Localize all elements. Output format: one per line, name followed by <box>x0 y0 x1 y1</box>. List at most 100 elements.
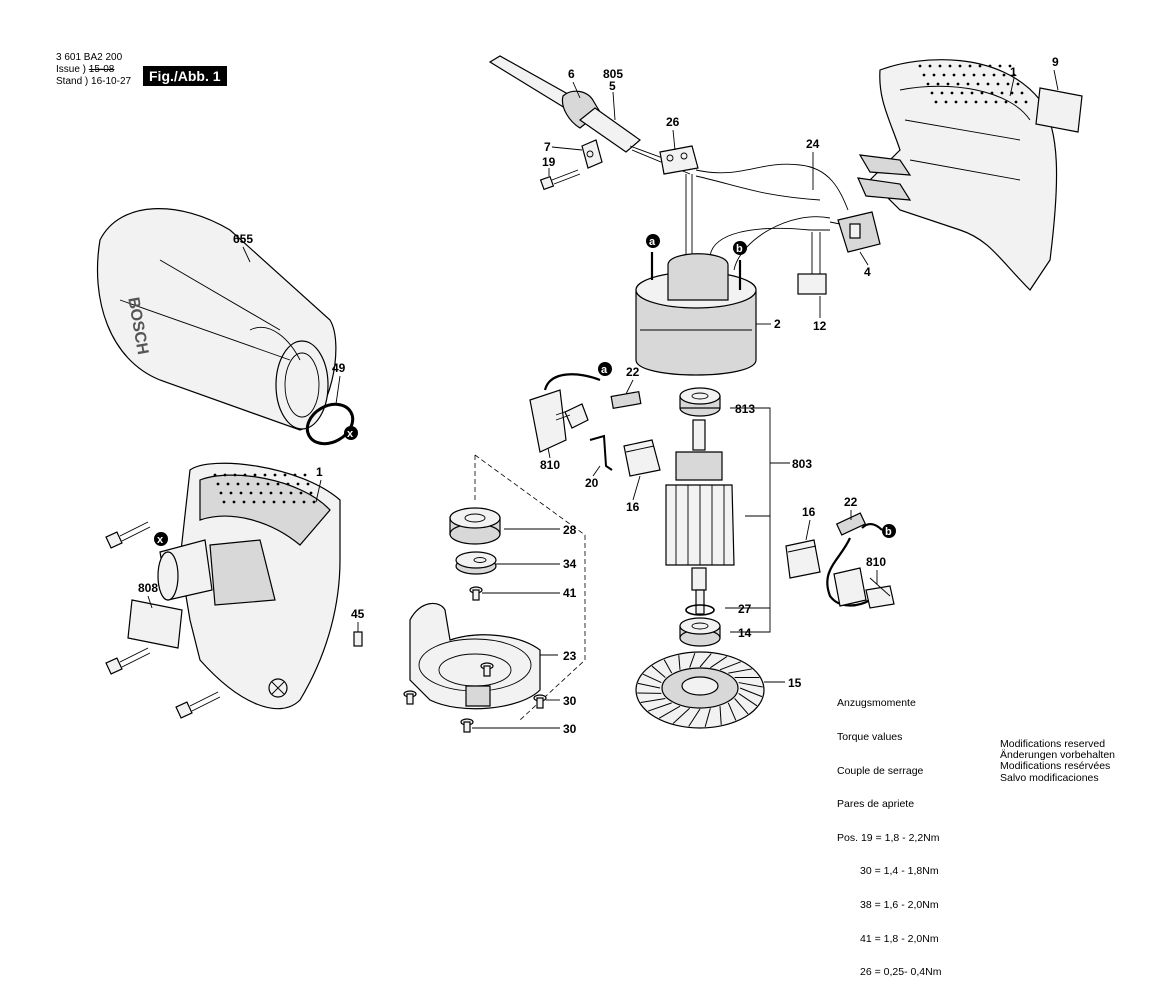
fan-guard <box>410 603 540 708</box>
housing-screw-2 <box>106 648 150 674</box>
screw-19 <box>541 170 580 189</box>
vent-dot <box>214 474 217 477</box>
part-label: 6 <box>568 67 575 81</box>
part-label: 12 <box>813 319 827 333</box>
exploded-parts-diagram: BOSCH <box>0 0 1169 826</box>
svg-text:x: x <box>157 534 164 546</box>
vent-dot <box>283 501 286 504</box>
vent-dot <box>989 65 992 68</box>
vent-dot <box>274 474 277 477</box>
callout-x-housing: x <box>154 532 168 546</box>
group-bracket-803 <box>725 408 790 632</box>
svg-text:a: a <box>649 236 656 248</box>
part-label: 810 <box>866 555 886 569</box>
part-label: 16 <box>626 500 640 514</box>
part-label: 14 <box>738 626 752 640</box>
vent-dot <box>1003 74 1006 77</box>
screw-30-b <box>461 719 473 732</box>
vent-dot <box>923 74 926 77</box>
vent-dot <box>969 65 972 68</box>
vent-dot <box>955 101 958 104</box>
vent-dot <box>253 501 256 504</box>
vent-dot <box>975 101 978 104</box>
vent-dot <box>995 101 998 104</box>
vent-dot <box>310 492 313 495</box>
part-label: 20 <box>585 476 599 490</box>
vent-dot <box>937 83 940 86</box>
housing-screw-3 <box>176 692 220 718</box>
vent-dot <box>985 101 988 104</box>
front-cover: BOSCH <box>98 209 336 430</box>
terminal-block <box>660 146 698 174</box>
eccentric-34 <box>456 552 496 574</box>
svg-text:b: b <box>885 526 892 538</box>
vent-dot <box>244 474 247 477</box>
switch <box>830 212 880 252</box>
part-label: 2 <box>774 317 781 331</box>
vent-dot <box>217 483 220 486</box>
vent-dot <box>1015 101 1018 104</box>
torque-row: 41 = 1,8 - 2,0Nm <box>837 934 941 945</box>
plug-connector <box>798 274 826 294</box>
screw-30-a <box>534 695 546 708</box>
stator-coil <box>636 252 756 375</box>
vent-dot <box>935 101 938 104</box>
vent-dot <box>945 101 948 104</box>
bearing-14 <box>680 618 720 646</box>
vent-dot <box>1005 101 1008 104</box>
vent-dot <box>237 483 240 486</box>
callout-x-ring: x <box>344 426 358 440</box>
part-label: 5 <box>609 79 616 93</box>
label-sticker <box>1036 88 1082 132</box>
screw-41 <box>470 587 482 600</box>
vent-dot <box>963 74 966 77</box>
screw-guard-1 <box>404 691 416 704</box>
part-label: 813 <box>735 402 755 416</box>
vent-dot <box>951 92 954 95</box>
vent-dot <box>270 492 273 495</box>
cooling-fan <box>636 652 764 728</box>
vent-dot <box>220 492 223 495</box>
housing-half-bottom <box>158 463 340 708</box>
vent-dot <box>983 74 986 77</box>
vent-dot <box>931 92 934 95</box>
vent-dot <box>1007 83 1010 86</box>
vent-dot <box>280 492 283 495</box>
vent-dot <box>304 474 307 477</box>
vent-dot <box>949 65 952 68</box>
part-label: 23 <box>563 649 577 663</box>
vent-dot <box>224 474 227 477</box>
vent-dot <box>290 492 293 495</box>
vent-dot <box>961 92 964 95</box>
type-label <box>128 600 182 648</box>
part-label: 803 <box>792 457 812 471</box>
part-label: 22 <box>844 495 858 509</box>
brush-box-right <box>786 540 820 578</box>
vent-dot <box>977 83 980 86</box>
vent-dot <box>277 483 280 486</box>
part-label: 808 <box>138 581 158 595</box>
vent-dot <box>250 492 253 495</box>
vent-dot <box>987 83 990 86</box>
vent-dot <box>260 492 263 495</box>
vent-dot <box>929 65 932 68</box>
vent-dot <box>1017 83 1020 86</box>
vent-dot <box>227 483 230 486</box>
pin-45 <box>354 632 362 646</box>
vent-dot <box>307 483 310 486</box>
part-label: 24 <box>806 137 820 151</box>
vent-dot <box>1001 92 1004 95</box>
part-label: 19 <box>542 155 556 169</box>
armature <box>666 420 734 614</box>
part-label: 30 <box>563 694 577 708</box>
vent-dot <box>284 474 287 477</box>
vent-dot <box>303 501 306 504</box>
part-label: 4 <box>864 265 871 279</box>
vent-dot <box>941 92 944 95</box>
torque-row: 26 = 0,25- 0,4Nm <box>837 967 941 978</box>
spring-clip <box>590 436 612 470</box>
brush-holder-left <box>530 374 600 452</box>
vent-dot <box>240 492 243 495</box>
vent-dot <box>967 83 970 86</box>
svg-text:x: x <box>347 428 354 440</box>
